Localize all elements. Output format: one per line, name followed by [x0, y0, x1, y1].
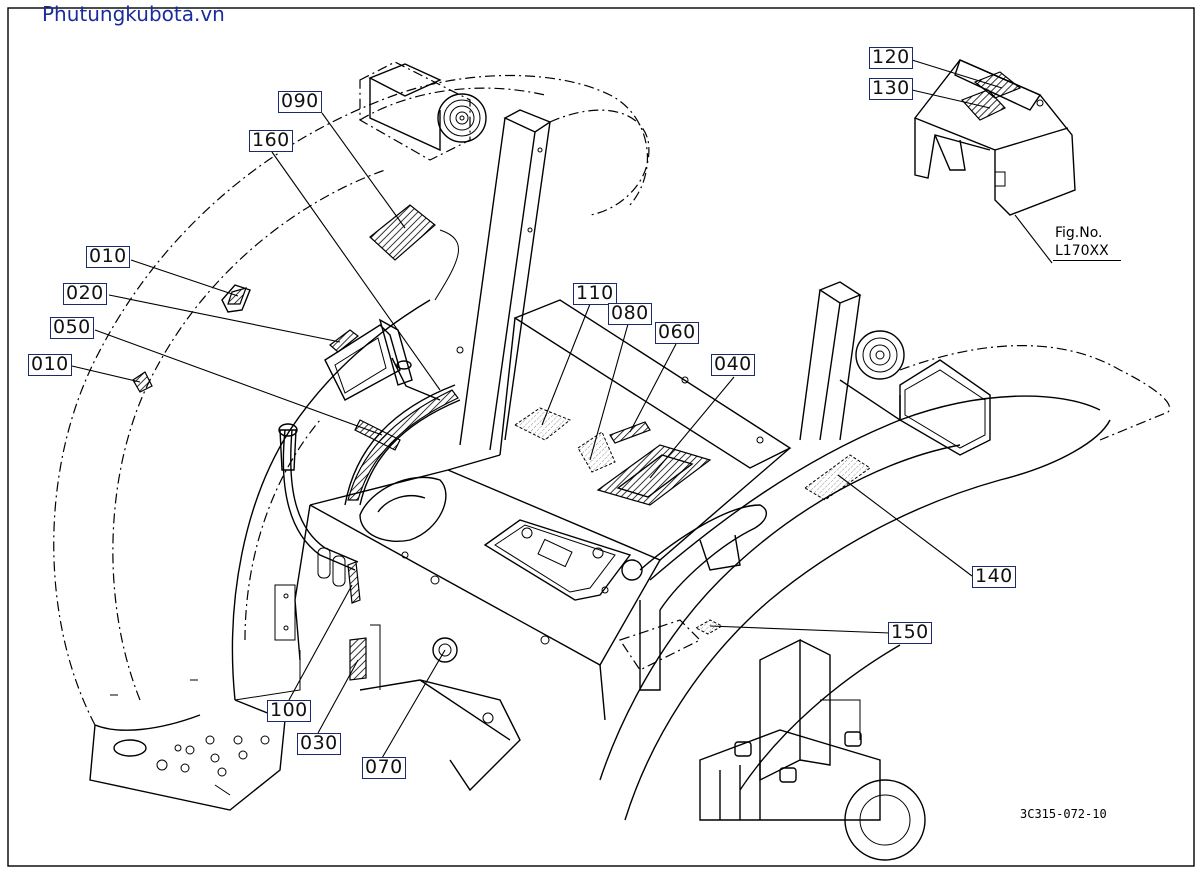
callout-020[interactable]: 020: [63, 283, 107, 305]
figure-reference: Fig.No. L170XX: [1053, 224, 1121, 261]
callout-110[interactable]: 110: [573, 283, 617, 305]
cup-holder: [359, 476, 447, 542]
decal-030: [349, 637, 367, 681]
callout-150[interactable]: 150: [888, 622, 932, 644]
callout-160[interactable]: 160: [249, 130, 293, 152]
inset-fender-cover: [913, 59, 1076, 264]
callout-080[interactable]: 080: [608, 303, 652, 325]
drawing-number: 3C315-072-10: [1020, 807, 1107, 821]
quadrant-guide: [344, 384, 461, 506]
left-fender: [53, 74, 649, 731]
seat-plate: [483, 519, 643, 601]
right-fender: [599, 345, 1171, 821]
decal-100: [347, 561, 361, 604]
decal-080: [577, 431, 616, 473]
callout-090[interactable]: 090: [278, 91, 322, 113]
callout-140[interactable]: 140: [972, 566, 1016, 588]
decal-060: [609, 421, 651, 444]
seat-base-box: [294, 299, 792, 721]
lower-mechanism: [699, 638, 926, 861]
decal-050: [354, 419, 401, 451]
left-lamp-assembly: [359, 61, 487, 161]
site-watermark: Phutungkubota.vn: [42, 2, 225, 26]
leader-lines: [71, 59, 1003, 759]
right-post-lamp: [799, 281, 991, 456]
central-post: [459, 109, 650, 451]
decal-150: [694, 619, 724, 635]
callout-070[interactable]: 070: [362, 757, 406, 779]
left-console: [324, 324, 401, 401]
decal-010a: [221, 284, 251, 313]
control-levers: [278, 318, 441, 587]
callout-120[interactable]: 120: [869, 47, 913, 69]
page-frame: [7, 7, 1195, 867]
decal-020: [329, 329, 359, 353]
callout-030[interactable]: 030: [297, 733, 341, 755]
callout-130[interactable]: 130: [869, 78, 913, 100]
figure-id: L170XX: [1053, 242, 1121, 261]
callout-100[interactable]: 100: [267, 700, 311, 722]
callout-060[interactable]: 060: [655, 322, 699, 344]
decal-040-inner: [616, 454, 694, 498]
callout-040[interactable]: 040: [711, 354, 755, 376]
decal-040: [596, 444, 712, 506]
callout-050[interactable]: 050: [50, 317, 94, 339]
decal-090: [369, 204, 436, 261]
armrest-handle: [619, 504, 767, 691]
decal-010b: [132, 371, 153, 393]
figure-label: Fig.No.: [1055, 225, 1103, 241]
callout-010[interactable]: 010: [86, 246, 130, 268]
callout-010[interactable]: 010: [28, 354, 72, 376]
